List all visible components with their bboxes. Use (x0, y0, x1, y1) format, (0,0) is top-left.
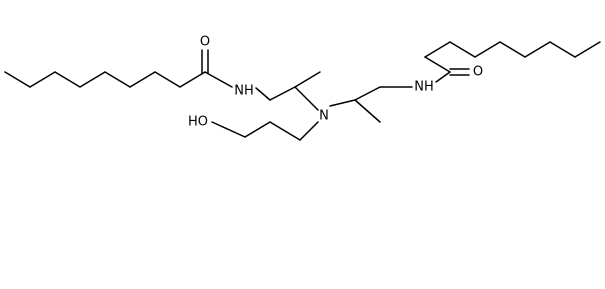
oxygen-label-left: O (200, 35, 210, 50)
bond (269, 86, 296, 101)
bond (269, 121, 301, 141)
bond (294, 86, 319, 111)
bond (29, 71, 56, 88)
bond (424, 56, 451, 73)
atom-labels: O NH N O NH HO (188, 35, 483, 130)
bond (329, 99, 356, 107)
bond (4, 71, 31, 88)
bond (204, 71, 233, 88)
bond (449, 41, 476, 58)
nitrogen-label-center: N (319, 109, 329, 124)
bond (294, 71, 321, 88)
bonds (4, 41, 601, 141)
bond (211, 121, 246, 138)
bond (154, 71, 181, 88)
bond (524, 41, 551, 58)
bond (499, 41, 526, 58)
bond (354, 99, 381, 123)
bond (179, 71, 206, 88)
amide-nh-label-left: NH (234, 84, 254, 99)
bond (354, 86, 381, 101)
oxygen-label-right: O (473, 65, 483, 80)
bond (435, 71, 451, 83)
amide-nh-label-right: NH (414, 80, 434, 95)
bond (79, 71, 106, 88)
bond (54, 71, 81, 88)
hydroxyl-label: HO (188, 115, 208, 130)
bond (129, 71, 156, 88)
bond (574, 41, 601, 58)
bond (255, 87, 271, 101)
bond (299, 121, 319, 141)
bond (244, 121, 271, 138)
bond (424, 41, 451, 58)
bond (549, 41, 576, 58)
bond (474, 41, 501, 58)
bond (104, 71, 131, 88)
